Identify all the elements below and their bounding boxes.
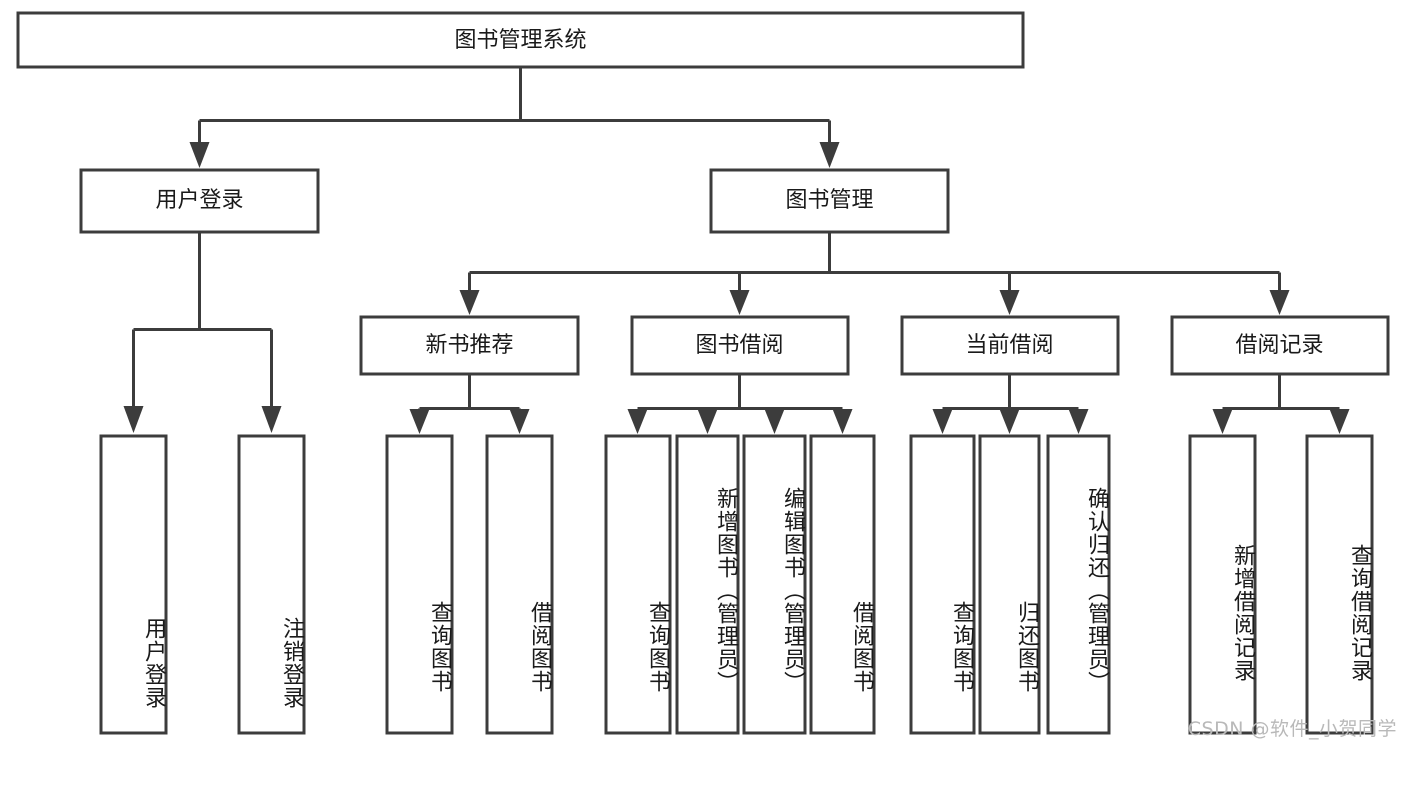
arrow-book-mgmt-to-new-book xyxy=(459,290,480,315)
leaf-box-new-book-2[interactable] xyxy=(485,434,554,735)
node-user-login[interactable]: 用户登录 xyxy=(79,168,320,234)
arrow-record-leaf-1 xyxy=(1212,409,1233,434)
arrow-record-leaf-2 xyxy=(1329,409,1350,434)
leaf-box-record-2[interactable] xyxy=(1305,434,1374,735)
node-borrow-record-label: 借阅记录 xyxy=(1235,333,1323,358)
arrow-book-mgmt-to-current xyxy=(999,290,1020,315)
node-root-system[interactable]: 图书管理系统 xyxy=(16,11,1025,69)
arrow-current-leaf-3 xyxy=(1068,409,1089,434)
connector-group xyxy=(123,67,1350,434)
arrow-root-to-book-mgmt xyxy=(819,142,840,168)
node-borrow-record[interactable]: 借阅记录 xyxy=(1170,315,1390,376)
arrow-book-mgmt-to-record xyxy=(1269,290,1290,315)
leaf-box-new-book-1[interactable] xyxy=(385,434,454,735)
arrow-new-book-leaf-1 xyxy=(409,409,430,434)
arrow-borrow-leaf-2 xyxy=(697,409,718,434)
node-book-borrow-label: 图书借阅 xyxy=(695,333,783,358)
leaf-box-user-login-1[interactable] xyxy=(99,434,168,735)
arrow-current-leaf-2 xyxy=(999,409,1020,434)
leaf-box-record-1[interactable] xyxy=(1188,434,1257,735)
node-book-management[interactable]: 图书管理 xyxy=(709,168,950,234)
node-current-borrow-box[interactable] xyxy=(900,315,1120,376)
node-book-management-label: 图书管理 xyxy=(785,188,873,213)
node-user-login-label: 用户登录 xyxy=(155,188,243,213)
leaf-box-borrow-4[interactable] xyxy=(809,434,876,735)
node-root-system-box[interactable] xyxy=(16,11,1025,69)
arrow-book-mgmt-to-borrow xyxy=(729,290,750,315)
leaf-box-current-1[interactable] xyxy=(909,434,976,735)
node-current-borrow-label: 当前借阅 xyxy=(965,333,1053,358)
node-borrow-record-box[interactable] xyxy=(1170,315,1390,376)
flowchart-canvas: 图书管理系统 用户登录 图书管理 新书推荐 图书借阅 当前借阅 借阅记录 xyxy=(16,11,1397,740)
leaf-box-borrow-1[interactable] xyxy=(604,434,672,735)
arrow-root-to-user-login xyxy=(189,142,210,168)
node-new-book-recommend-box[interactable] xyxy=(359,315,580,376)
leaf-box-current-3[interactable] xyxy=(1046,434,1111,735)
leaf-box-borrow-3[interactable] xyxy=(742,434,807,735)
arrow-current-leaf-1 xyxy=(932,409,953,434)
arrow-borrow-leaf-4 xyxy=(832,409,853,434)
node-book-borrow-box[interactable] xyxy=(630,315,850,376)
node-new-book-recommend-label: 新书推荐 xyxy=(425,333,513,358)
arrow-new-book-leaf-2 xyxy=(509,409,530,434)
node-new-book-recommend[interactable]: 新书推荐 xyxy=(359,315,580,376)
node-book-management-box[interactable] xyxy=(709,168,950,234)
arrow-user-login-leaf-1 xyxy=(123,406,144,433)
node-root-system-label: 图书管理系统 xyxy=(454,28,586,53)
arrow-borrow-leaf-3 xyxy=(764,409,785,434)
leaf-box-group xyxy=(99,434,1374,735)
leaf-box-current-2[interactable] xyxy=(978,434,1041,735)
node-book-borrow[interactable]: 图书借阅 xyxy=(630,315,850,376)
flowchart-svg: 图书管理系统 用户登录 图书管理 新书推荐 图书借阅 当前借阅 借阅记录 xyxy=(16,11,1390,735)
node-user-login-box[interactable] xyxy=(79,168,320,234)
csdn-watermark: CSDN @软件_小贺同学 xyxy=(1187,718,1397,740)
leaf-box-user-login-2[interactable] xyxy=(237,434,306,735)
leaf-box-borrow-2[interactable] xyxy=(675,434,740,735)
arrow-borrow-leaf-1 xyxy=(627,409,648,434)
arrow-user-login-leaf-2 xyxy=(261,406,282,433)
node-current-borrow[interactable]: 当前借阅 xyxy=(900,315,1120,376)
